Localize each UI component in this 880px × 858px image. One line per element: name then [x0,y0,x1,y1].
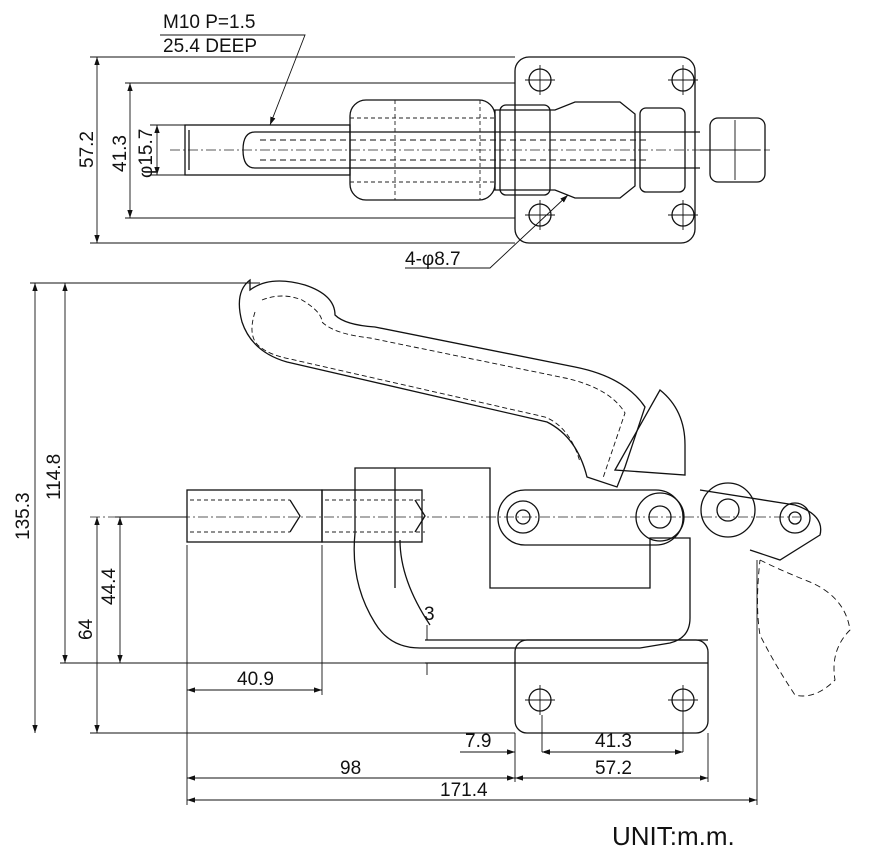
overall-height-label: 135.3 [13,492,34,540]
mounting-hole-icons [525,65,698,230]
unit-label: UNIT:m.m. [612,821,735,851]
clamp-body [353,467,691,649]
pin-diameter-label: φ15.7 [136,129,157,178]
overall-length-label: 171.4 [440,780,488,801]
handle [238,278,646,488]
tip-to-base-label: 98 [340,758,361,779]
top-view: M10 P=1.5 25.4 DEEP 57.2 41.3 φ15.7 4-φ8… [77,12,770,270]
hole-spacing-label: 41.3 [110,135,131,172]
handle-height-label: 114.8 [44,454,65,500]
rear-link [699,489,822,561]
base-plate [514,639,709,734]
hole-leader [405,194,569,269]
gap-label: 3 [424,604,435,625]
plunger-side [186,489,323,543]
thread-depth-label: 25.4 DEEP [163,36,257,57]
handle-link [613,389,686,476]
base-length-label: 57.2 [595,758,632,779]
plunger-length-label: 40.9 [237,669,274,690]
mounting-holes-label: 4-φ8.7 [405,249,461,270]
base-hole-offset-label: 7.9 [465,731,491,752]
thread-leader [160,34,306,126]
linkage-top [494,101,636,199]
plate-width-label: 57.2 [77,131,98,168]
thread-spec-label: M10 P=1.5 [163,12,255,33]
link-bar [497,489,684,546]
base-hole-spacing-label: 41.3 [595,731,632,752]
plunger-to-base-label: 44.4 [99,568,120,605]
plunger-height-label: 64 [76,618,97,640]
side-view: 135.3 114.8 64 44.4 3 40.9 7.9 41.3 98 5… [13,278,851,805]
